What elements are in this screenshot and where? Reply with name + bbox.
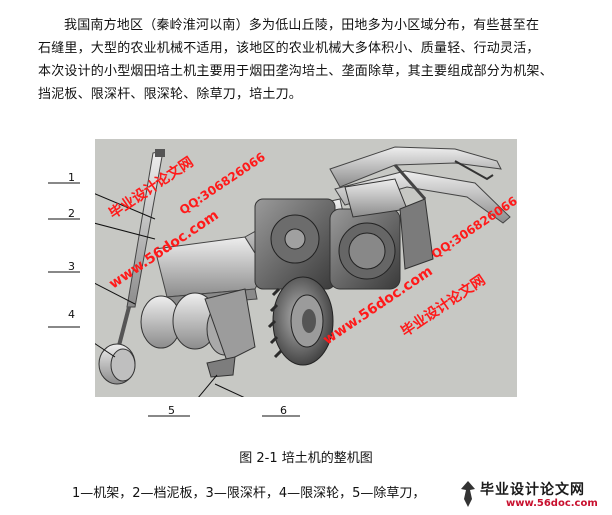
site-logo: 毕业设计论文网 www.56doc.com xyxy=(458,479,608,513)
tilling-blades xyxy=(140,288,256,378)
paragraph-line: 石缝里，大型的农业机械不适用，该地区的农业机械大多体积小、质量轻、行动灵活， xyxy=(38,41,540,56)
callout-6: 6 xyxy=(280,404,287,417)
engine xyxy=(254,178,434,290)
machine-illustration: www.56doc.com 毕业设计论文网 QQ:306826066 www.5… xyxy=(95,146,517,397)
drive-tire xyxy=(267,276,334,366)
depth-wheel xyxy=(98,343,136,385)
callout-1: 1 xyxy=(68,171,75,184)
callout-2: 2 xyxy=(68,207,75,220)
logo-site: www.56doc.com xyxy=(506,498,598,509)
machine-figure: www.56doc.com 毕业设计论文网 QQ:306826066 www.5… xyxy=(95,139,517,397)
paragraph-line: 挡泥板、限深杆、限深轮、除草刀，培土刀。 xyxy=(38,87,303,102)
paragraph-line: 我国南方地区（秦岭淮河以南）多为低山丘陵，田地多为小区域分布，有些甚至在 xyxy=(64,18,540,33)
paragraph-line: 本次设计的小型烟田培土机主要用于烟田垄沟培土、垄面除草，其主要组成部分为机架、 xyxy=(38,64,553,79)
logo-mark-icon xyxy=(461,481,475,507)
body-paragraph: 我国南方地区（秦岭淮河以南）多为低山丘陵，田地多为小区域分布，有些甚至在 石缝里… xyxy=(38,14,593,106)
figure-caption: 图 2-1 培土机的整机图 xyxy=(239,451,373,466)
watermark-qq-right: QQ:306826066 xyxy=(429,194,517,262)
callout-4: 4 xyxy=(68,308,75,321)
callout-5: 5 xyxy=(168,404,175,417)
logo-brand: 毕业设计论文网 xyxy=(480,482,585,498)
callout-lines xyxy=(95,193,245,397)
callout-3: 3 xyxy=(68,260,75,273)
figure-legend: 1—机架，2—档泥板，3—限深杆，4—限深轮，5—除草刀， xyxy=(72,486,426,501)
